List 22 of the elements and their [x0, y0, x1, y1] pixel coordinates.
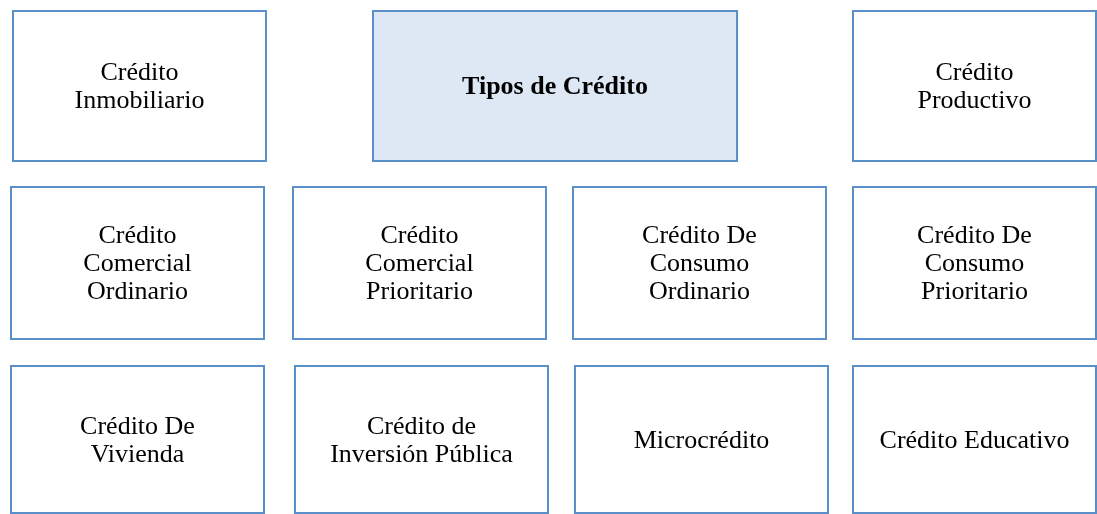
credit-type-label: Crédito de Inversión Pública [329, 411, 514, 468]
credit-type-label: Microcrédito [633, 425, 770, 454]
credit-type-label: Crédito Productivo [916, 58, 1033, 114]
credit-type-label: Crédito De Vivienda [79, 411, 196, 468]
credit-type-label: Crédito Inmobiliario [73, 58, 206, 114]
credit-type-label: Crédito Comercial Ordinario [82, 221, 193, 305]
credit-type-label: Crédito Educativo [879, 425, 1070, 454]
heading-text: Tipos de Crédito [462, 72, 648, 100]
credit-type-label: Crédito Comercial Prioritario [364, 221, 475, 305]
credit-type-box [292, 186, 547, 340]
credit-type-box [10, 186, 265, 340]
credit-type-box [12, 10, 267, 162]
credit-type-box [852, 365, 1097, 514]
credit-type-box [10, 365, 265, 514]
credit-type-box [852, 186, 1097, 340]
credit-type-box [294, 365, 549, 514]
credit-type-box [572, 186, 827, 340]
credit-type-box [574, 365, 829, 514]
credit-type-label: Crédito De Consumo Prioritario [916, 221, 1033, 305]
credit-type-label: Crédito De Consumo Ordinario [641, 221, 758, 305]
heading-box [372, 10, 738, 162]
credit-type-box [852, 10, 1097, 162]
